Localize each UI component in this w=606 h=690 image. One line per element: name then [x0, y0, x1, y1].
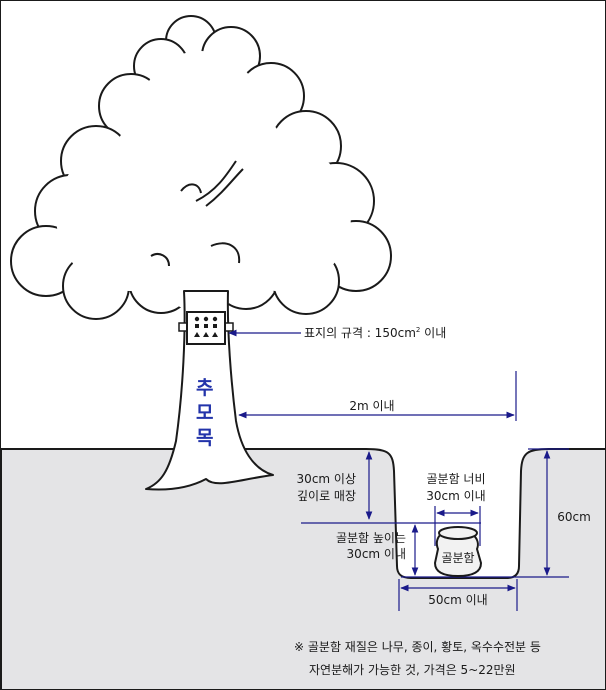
- ground-with-pit: [1, 448, 605, 689]
- burial-depth-label-2: 깊이로 매장: [297, 489, 356, 503]
- urn: 골분함: [433, 526, 483, 578]
- distance-label: 2m 이내: [349, 399, 394, 413]
- note-line-1: ※ 골분함 재질은 나무, 종이, 황토, 옥수수전분 등: [294, 640, 541, 654]
- tree-trunk: [145, 290, 274, 491]
- urn-height-label-2: 30cm 이내: [347, 547, 406, 561]
- urn-width-label-1: 골분함 너비: [426, 472, 485, 486]
- tag-symbols-icon: [194, 316, 218, 337]
- trunk-label-char-1: 추: [196, 377, 213, 399]
- tree-tag: [178, 311, 234, 345]
- crown-detail: [150, 160, 244, 267]
- trunk-label-char-3: 목: [196, 427, 213, 449]
- urn-height-label-1: 골분함 높이는: [336, 531, 406, 545]
- pit-depth-label: 60cm: [557, 510, 591, 524]
- pit-width-label: 50cm 이내: [428, 593, 487, 607]
- note-line-2: 자연분해가 가능한 것, 가격은 5~22만원: [309, 663, 516, 677]
- urn-width-label-2: 30cm 이내: [426, 489, 485, 503]
- urn-label: 골분함: [441, 551, 474, 565]
- tag-size-label: 표지의 규격 : 150cm2 이내: [304, 326, 446, 340]
- tree-crown: [10, 15, 392, 320]
- trunk-label-char-2: 모: [196, 402, 213, 424]
- burial-depth-label-1: 30cm 이상: [297, 472, 356, 486]
